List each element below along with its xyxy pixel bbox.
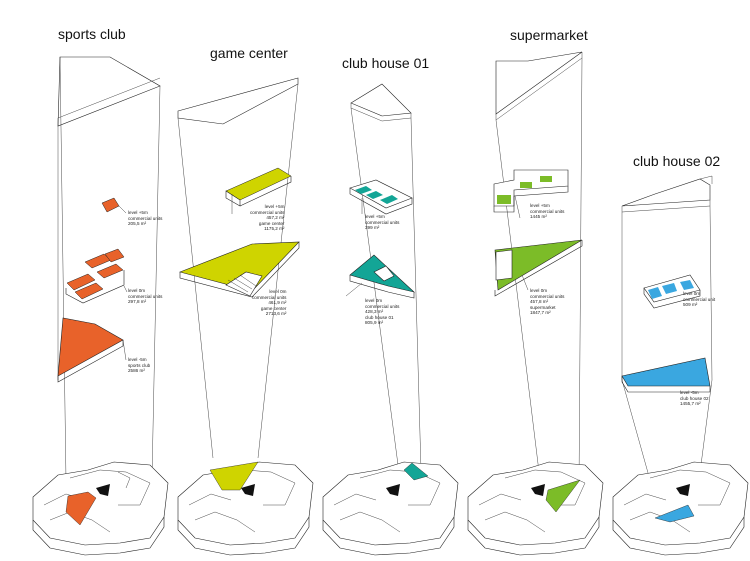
column-club-house-01 [322, 83, 459, 556]
level-minus5-slab [57, 317, 124, 377]
site-model [32, 461, 169, 556]
column-supermarket [467, 51, 604, 556]
roof-slab [57, 56, 161, 127]
level-plus5 [225, 167, 292, 214]
title-club-house-02: club house 02 [633, 153, 721, 169]
level-0 [345, 254, 416, 299]
title-club-house-01: club house 01 [342, 55, 430, 71]
level-0 [643, 274, 701, 309]
column-game-center [177, 77, 314, 556]
roof-slab [621, 178, 711, 207]
site-model [177, 461, 314, 556]
column-club-house-02 [612, 175, 749, 556]
level-0-units [65, 248, 125, 304]
level-0 [494, 239, 583, 297]
column-sports-club [32, 56, 169, 556]
site-model [612, 461, 749, 556]
level-0 [179, 241, 300, 298]
title-game-center: game center [210, 45, 288, 61]
title-sports-club: sports club [58, 26, 126, 42]
roof-slab [350, 83, 412, 117]
level-minus5 [621, 357, 711, 393]
title-supermarket: supermarket [510, 27, 588, 43]
site-model [467, 461, 604, 556]
roof-slab [495, 51, 583, 115]
site-model [322, 461, 459, 556]
level-plus5 [349, 179, 413, 215]
roof-slab [177, 77, 299, 125]
level-plus5-unit [101, 197, 120, 213]
level-plus5 [493, 169, 569, 219]
